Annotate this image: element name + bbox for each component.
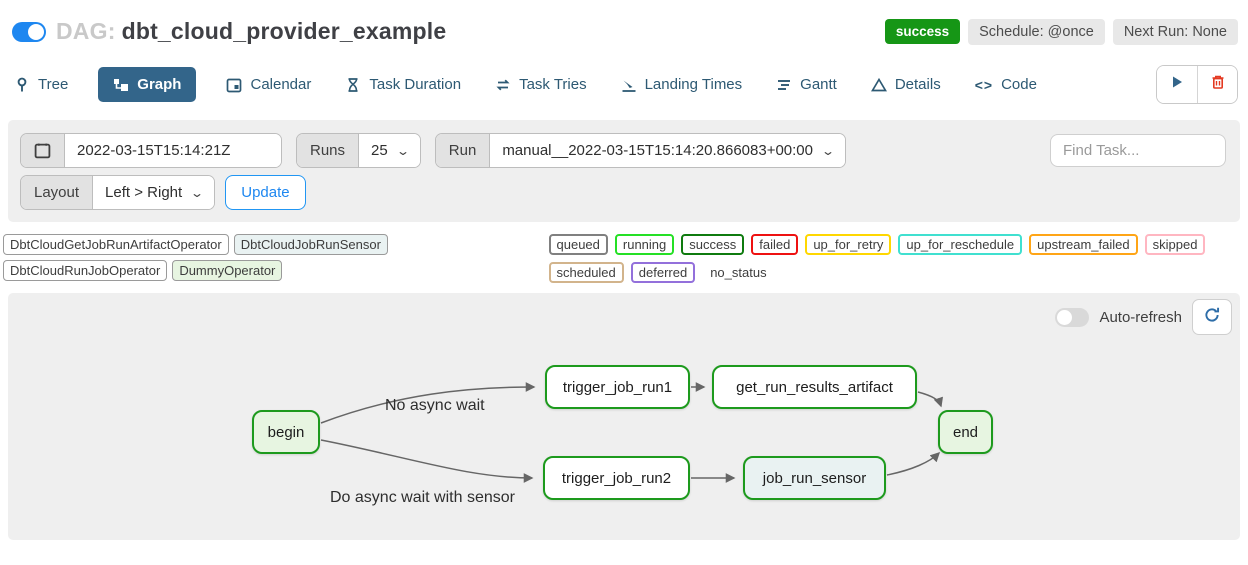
tab-tree[interactable]: Tree — [14, 67, 68, 102]
layout-group: Layout Left > Right⌄ — [20, 175, 216, 210]
code-icon: <> — [974, 76, 994, 93]
task-node-trigger-job-run2[interactable]: trigger_job_run2 — [543, 456, 690, 500]
dag-action-buttons — [1156, 65, 1238, 104]
tab-label: Details — [894, 76, 941, 93]
update-button[interactable]: Update — [225, 175, 306, 210]
find-task-wrap — [1050, 134, 1226, 167]
next-run-badge: Next Run: None — [1112, 18, 1238, 45]
runs-group: Runs 25⌄ — [296, 133, 421, 168]
toggle-knob — [1057, 309, 1073, 325]
chevron-down-icon: ⌄ — [190, 185, 205, 200]
tab-task-duration[interactable]: Task Duration — [345, 67, 461, 102]
state-badge-no-status: no_status — [710, 265, 767, 280]
dag-graph-panel: Auto-refresh begin trigger_job_run1 get_… — [8, 293, 1240, 540]
tab-gantt[interactable]: Gantt — [776, 67, 837, 102]
edge-label: Do async wait with sensor — [330, 489, 515, 506]
trigger-dag-button[interactable] — [1157, 66, 1197, 103]
tab-label: Gantt — [800, 76, 837, 93]
execution-date-group — [20, 133, 282, 168]
tab-details[interactable]: Details — [870, 67, 941, 102]
operator-badge: DbtCloudGetJobRunArtifactOperator — [3, 234, 229, 255]
auto-refresh-toggle[interactable] — [1055, 307, 1090, 327]
state-badge-deferred[interactable]: deferred — [630, 262, 696, 283]
auto-refresh-label: Auto-refresh — [1099, 308, 1182, 326]
dag-pause-toggle[interactable] — [12, 21, 46, 42]
tab-code[interactable]: <> Code — [975, 67, 1037, 102]
state-badge-upstream-failed[interactable]: upstream_failed — [1029, 234, 1138, 255]
refresh-icon — [1203, 306, 1221, 329]
dag-prefix-label: DAG: — [56, 18, 116, 44]
tab-label: Calendar — [250, 76, 312, 93]
edge-label: No async wait — [385, 397, 485, 414]
tab-landing-times[interactable]: Landing Times — [621, 67, 743, 102]
tab-label: Task Tries — [519, 76, 587, 93]
operator-legend: DbtCloudGetJobRunArtifactOperator DbtClo… — [3, 234, 545, 281]
state-badge-up-for-reschedule[interactable]: up_for_reschedule — [898, 234, 1023, 255]
tab-label: Code — [1001, 76, 1037, 93]
operator-badge: DbtCloudRunJobOperator — [3, 260, 168, 281]
chevron-down-icon: ⌄ — [395, 143, 410, 158]
graph-icon — [113, 77, 129, 93]
page-title: DAG:dbt_cloud_provider_example — [56, 18, 446, 45]
play-icon — [1170, 75, 1184, 94]
state-legend: queued running success failed up_for_ret… — [548, 234, 1245, 283]
state-badge-skipped[interactable]: skipped — [1144, 234, 1206, 255]
dag-name: dbt_cloud_provider_example — [121, 18, 447, 44]
calendar-icon — [226, 77, 242, 93]
dag-header: DAG:dbt_cloud_provider_example success S… — [0, 0, 1248, 51]
refresh-button[interactable] — [1192, 299, 1232, 335]
view-tabbar: Tree Graph Calendar Task Duration Task T… — [0, 51, 1248, 114]
task-node-job-run-sensor[interactable]: job_run_sensor — [743, 456, 886, 500]
task-node-begin[interactable]: begin — [252, 410, 320, 454]
dag-status-badge: success — [884, 19, 961, 44]
state-badge-scheduled[interactable]: scheduled — [548, 262, 624, 283]
hourglass-icon — [345, 77, 361, 93]
state-badge-running[interactable]: running — [614, 234, 675, 255]
tab-graph[interactable]: Graph — [98, 67, 197, 102]
tab-task-tries[interactable]: Task Tries — [495, 67, 587, 102]
schedule-badge: Schedule: @once — [968, 18, 1105, 45]
tab-calendar[interactable]: Calendar — [226, 67, 311, 102]
chevron-down-icon: ⌄ — [820, 143, 836, 158]
run-group: Run manual__2022-03-15T15:14:20.866083+0… — [434, 133, 847, 168]
task-node-end[interactable]: end — [938, 410, 993, 454]
state-badge-up-for-retry[interactable]: up_for_retry — [805, 234, 892, 255]
repeat-icon — [495, 77, 511, 93]
state-badge-queued[interactable]: queued — [548, 234, 608, 255]
layout-select[interactable]: Left > Right⌄ — [93, 176, 215, 209]
operator-badge: DummyOperator — [172, 260, 283, 281]
toggle-knob — [28, 23, 44, 40]
legend-row: DbtCloudGetJobRunArtifactOperator DbtClo… — [0, 222, 1248, 291]
task-node-trigger-job-run1[interactable]: trigger_job_run1 — [545, 365, 690, 409]
tab-label: Task Duration — [369, 76, 462, 93]
details-icon — [870, 77, 887, 93]
tab-label: Tree — [38, 76, 69, 93]
state-badge-success[interactable]: success — [681, 234, 745, 255]
run-label: Run — [435, 134, 491, 167]
gantt-icon — [776, 77, 792, 93]
task-node-get-run-results-artifact[interactable]: get_run_results_artifact — [712, 365, 917, 409]
graph-toolbar: Auto-refresh — [1055, 299, 1232, 335]
execution-date-input[interactable] — [65, 134, 281, 167]
layout-label: Layout — [21, 176, 94, 209]
runs-select[interactable]: 25⌄ — [359, 134, 420, 167]
plane-landing-icon — [621, 77, 637, 93]
dag-edges — [320, 382, 943, 483]
filter-panel: Runs 25⌄ Run manual__2022-03-15T15:14:20… — [8, 120, 1240, 222]
run-select[interactable]: manual__2022-03-15T15:14:20.866083+00:00… — [490, 134, 846, 167]
find-task-input[interactable] — [1050, 134, 1226, 167]
tab-label: Graph — [137, 76, 182, 93]
calendar-addon-icon[interactable] — [21, 134, 65, 167]
operator-badge: DbtCloudJobRunSensor — [233, 234, 388, 255]
trash-icon — [1210, 74, 1226, 95]
tree-icon — [14, 77, 30, 93]
tab-label: Landing Times — [644, 76, 743, 93]
runs-label: Runs — [297, 134, 360, 167]
state-badge-failed[interactable]: failed — [751, 234, 799, 255]
delete-dag-button[interactable] — [1197, 66, 1237, 103]
